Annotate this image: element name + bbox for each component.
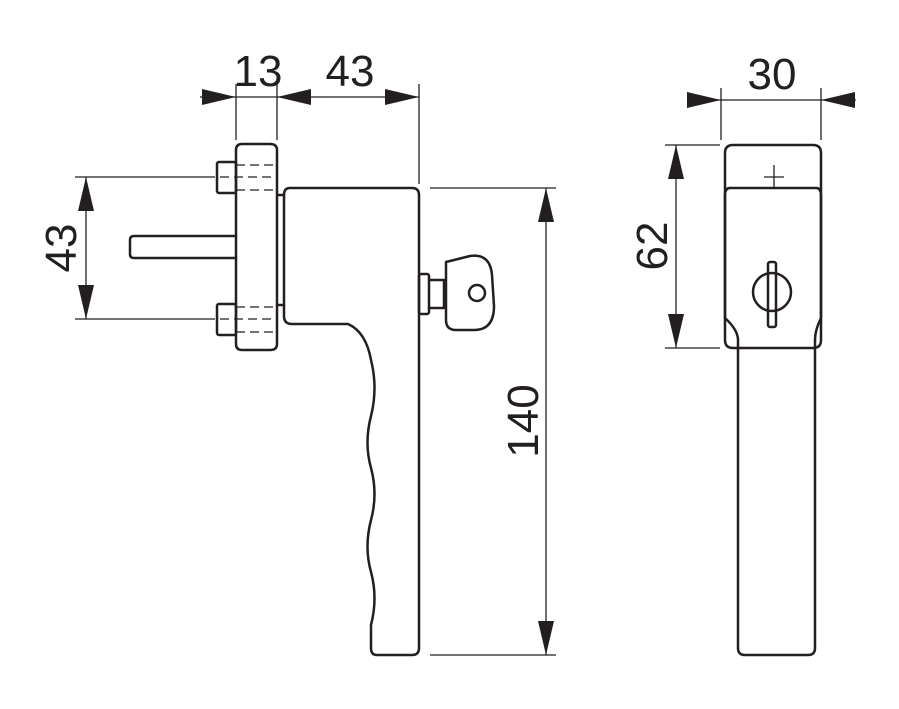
arrow-screw-top bbox=[78, 177, 94, 211]
lock-cylinder bbox=[751, 271, 793, 313]
side-dimensions: 13 43 43 140 bbox=[37, 47, 556, 656]
key-hole bbox=[467, 283, 487, 303]
front-handle-body bbox=[723, 186, 823, 657]
arrow-screw-bottom bbox=[78, 285, 94, 319]
front-dimensions: 30 62 bbox=[628, 50, 856, 349]
handle-body bbox=[282, 186, 421, 657]
dim-label-screw-spacing: 43 bbox=[37, 224, 86, 273]
side-view bbox=[128, 142, 496, 657]
rose-plate bbox=[234, 142, 279, 352]
front-view bbox=[723, 143, 823, 657]
arrow-height-top bbox=[668, 145, 684, 179]
key-cylinder bbox=[417, 272, 431, 316]
dim-label-handle-width: 30 bbox=[748, 50, 797, 99]
key-shaft bbox=[427, 278, 446, 310]
dim-label-handle-offset: 43 bbox=[326, 47, 375, 96]
lock-key-slot bbox=[766, 260, 778, 329]
arrow-13-right bbox=[277, 89, 311, 105]
arrow-width-left bbox=[687, 92, 721, 108]
key-bow bbox=[444, 254, 496, 332]
dim-label-rose-height: 62 bbox=[628, 222, 677, 271]
arrow-length-top bbox=[538, 188, 554, 222]
dim-label-rose-thickness: 13 bbox=[234, 47, 283, 96]
dim-label-handle-length: 140 bbox=[499, 384, 548, 457]
arrow-43-right bbox=[385, 89, 419, 105]
front-rose bbox=[723, 143, 823, 350]
arrow-13-left bbox=[202, 89, 236, 105]
arrow-height-bottom bbox=[668, 314, 684, 348]
arrow-width-right bbox=[821, 92, 855, 108]
arrow-length-bottom bbox=[538, 621, 554, 655]
spindle bbox=[128, 234, 238, 260]
